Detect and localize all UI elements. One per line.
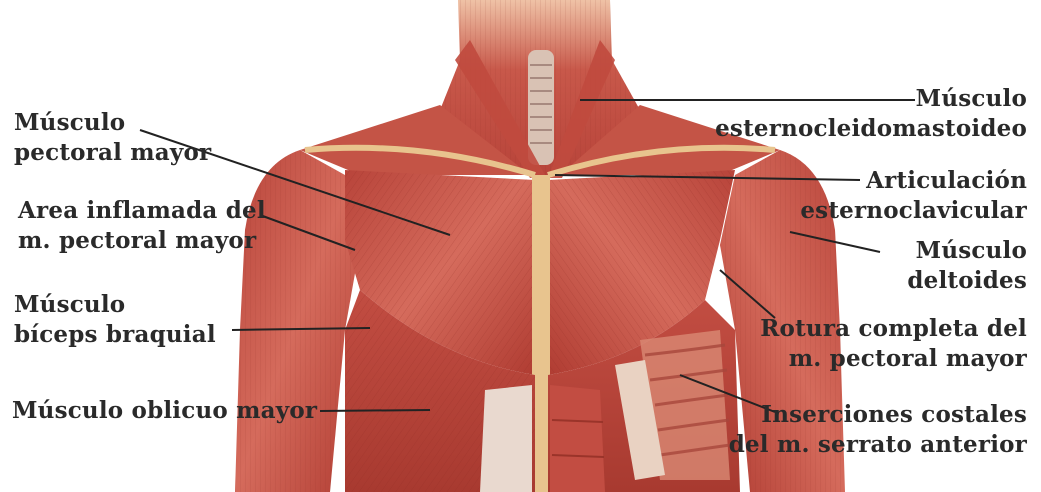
trachea bbox=[528, 50, 554, 165]
label-rotura: Rotura completa del m. pectoral mayor bbox=[760, 314, 1027, 374]
label-deltoides: Músculo deltoides bbox=[907, 236, 1027, 296]
label-esternocleidomastoideo: Músculo esternocleidomastoideo bbox=[715, 84, 1027, 144]
leader-oblicuo bbox=[320, 410, 430, 411]
left-rectus-sheath bbox=[480, 385, 532, 492]
label-oblicuo: Músculo oblicuo mayor bbox=[12, 396, 317, 426]
label-articulacion: Articulación esternoclavicular bbox=[800, 166, 1027, 226]
label-inserciones: Inserciones costales del m. serrato ante… bbox=[729, 400, 1027, 460]
label-area-inflamada: Area inflamada del m. pectoral mayor bbox=[18, 196, 266, 256]
label-pectoral-mayor: Músculo pectoral mayor bbox=[14, 108, 211, 168]
label-biceps: Músculo bíceps braquial bbox=[14, 290, 216, 350]
right-rectus bbox=[550, 385, 605, 492]
